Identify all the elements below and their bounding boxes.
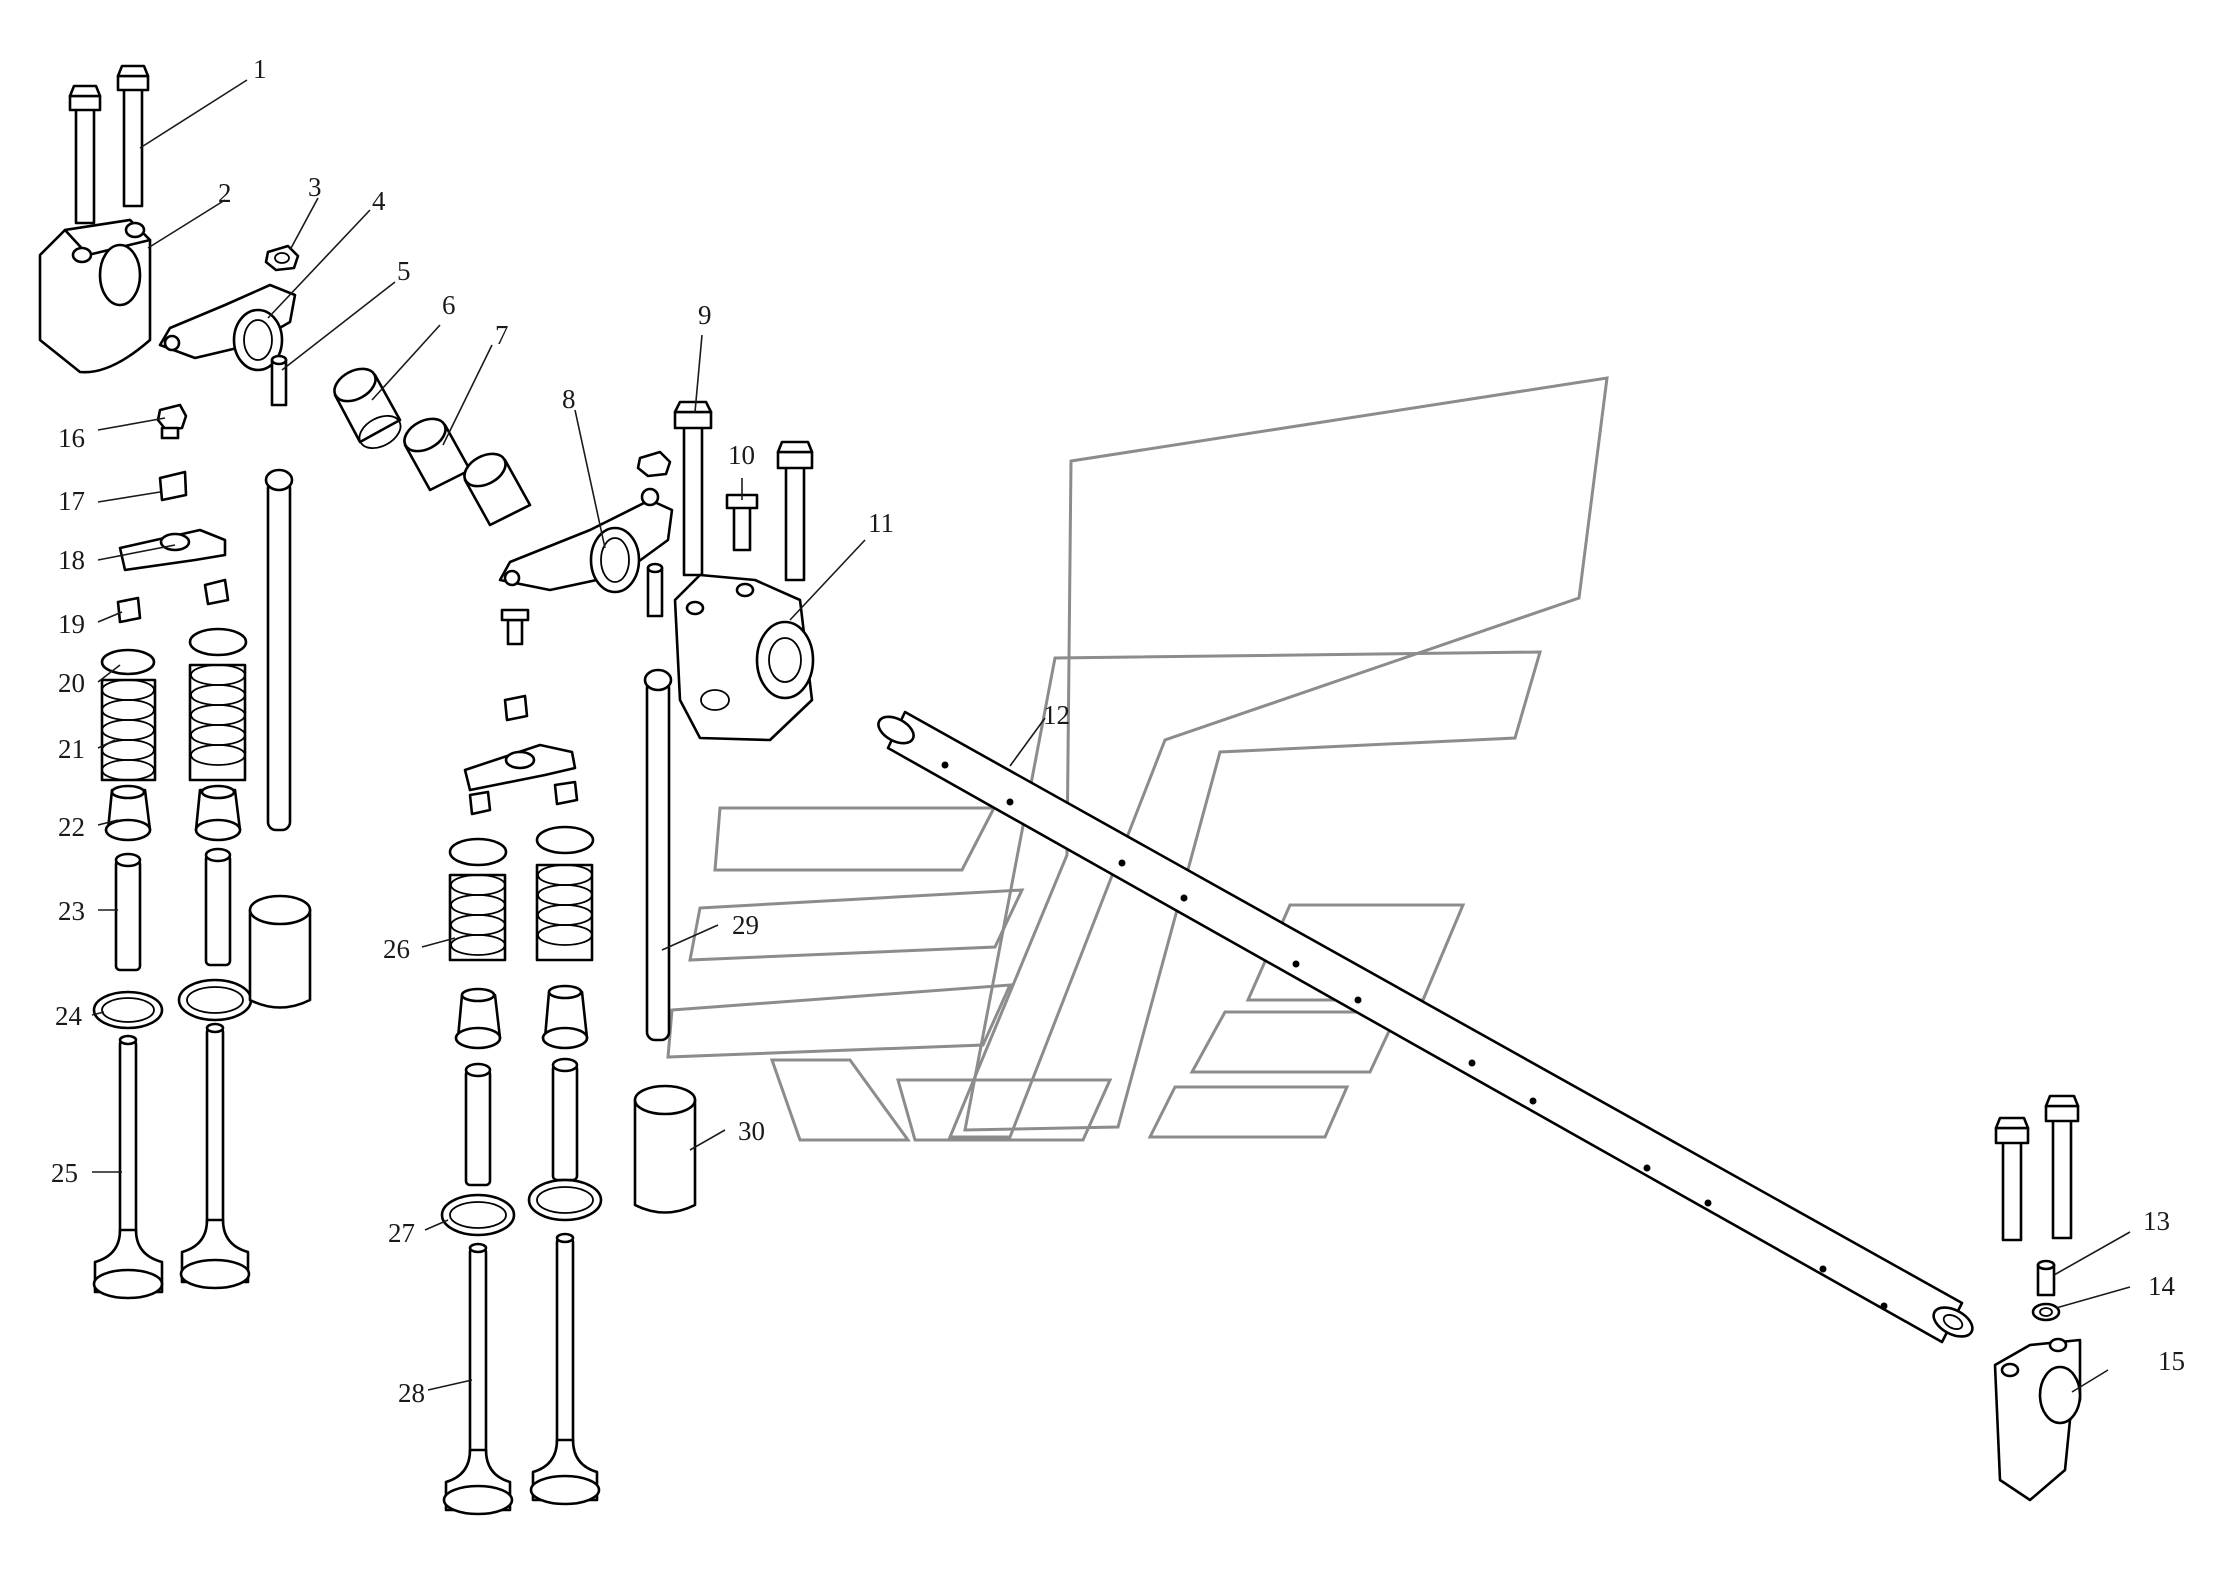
bushing-6 [333, 367, 402, 450]
dowel-pin-13 [2036, 1259, 2056, 1297]
callout-6: 6 [442, 290, 456, 320]
callout-20: 20 [58, 668, 85, 698]
callout-4: 4 [372, 186, 386, 216]
callout-12: 12 [1043, 700, 1070, 730]
sleeve-7 [403, 417, 532, 527]
rocker-bracket-middle [673, 573, 815, 742]
rocker-shaft [877, 710, 1974, 1344]
callout-1: 1 [253, 54, 267, 84]
callout-8: 8 [562, 384, 576, 414]
callout-25: 25 [51, 1158, 78, 1188]
middle-valve-set-d [527, 780, 697, 1506]
callout-28: 28 [398, 1378, 425, 1408]
callout-15: 15 [2158, 1346, 2185, 1376]
callout-26: 26 [383, 934, 410, 964]
middle-valve-set-c [440, 694, 577, 1516]
rocker-bracket-left [38, 218, 152, 374]
adjusting-screw-upper [270, 354, 288, 407]
callout-18: 18 [58, 545, 85, 575]
rocker-bracket-right [1993, 1337, 2082, 1502]
bolt-pair-top-left [68, 64, 150, 225]
callout-30: 30 [738, 1116, 765, 1146]
left-valve-set-b [177, 578, 312, 1290]
washer-14 [2031, 1302, 2061, 1322]
rocker-arm-upper [158, 283, 297, 372]
callout-14: 14 [2148, 1271, 2176, 1301]
callout-10: 10 [728, 440, 755, 470]
bolt-long-11 [776, 440, 814, 582]
nut-small [264, 244, 300, 272]
rocker-arm-middle [498, 450, 674, 594]
callout-16: 16 [58, 423, 85, 453]
callout-9: 9 [698, 300, 712, 330]
callout-23: 23 [58, 896, 85, 926]
callout-24: 24 [55, 1001, 83, 1031]
callout-27: 27 [388, 1218, 415, 1248]
callout-21: 21 [58, 734, 85, 764]
callout-7: 7 [495, 320, 509, 350]
callout-29: 29 [732, 910, 759, 940]
callout-5: 5 [397, 256, 411, 286]
leader-lines [91, 79, 2131, 1393]
bolt-9 [673, 400, 713, 577]
bolt-10 [725, 493, 759, 552]
callout-19: 19 [58, 609, 85, 639]
pushrod-left [264, 468, 294, 832]
adjusting-screw-middle [500, 562, 664, 646]
watermark-logo [666, 376, 1609, 1142]
left-valve-set-a [92, 403, 227, 1300]
callout-3: 3 [308, 172, 322, 202]
bolt-pair-right [1994, 1094, 2080, 1242]
callout-13: 13 [2143, 1206, 2170, 1236]
callout-11: 11 [868, 508, 894, 538]
callout-22: 22 [58, 812, 85, 842]
callout-labels: 1 2 3 4 5 6 7 8 9 10 11 12 13 14 15 16 1… [51, 54, 2185, 1408]
pushrod-middle [643, 668, 673, 1042]
callout-2: 2 [218, 178, 232, 208]
callout-17: 17 [58, 486, 85, 516]
